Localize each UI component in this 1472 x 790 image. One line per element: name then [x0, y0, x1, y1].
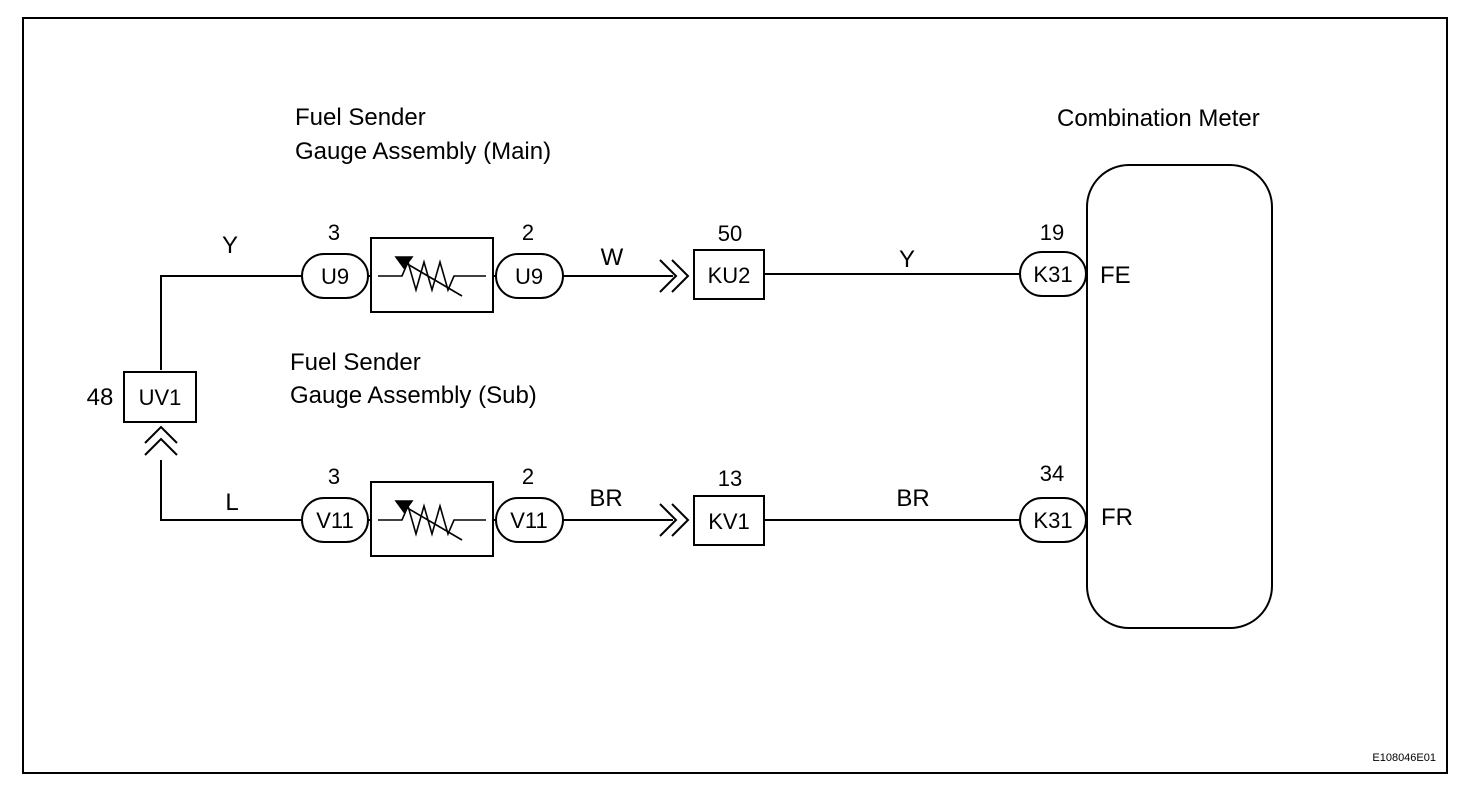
- junction-ku2-box: [693, 249, 765, 300]
- junction-ku2-pin: 50: [718, 221, 742, 246]
- wire-label-main-left: Y: [222, 232, 238, 259]
- sub-sender-connector-left-label: V11: [316, 508, 354, 533]
- sub-sender-title-line1: Fuel Sender: [290, 349, 421, 376]
- combination-meter-lower-connector-label: K31: [1033, 508, 1072, 533]
- junction-uv1-pin: 48: [87, 384, 114, 411]
- diagram-border: [22, 17, 1448, 774]
- sub-sender-variable-resistor-icon: [378, 500, 486, 541]
- junction-kv1-box: [693, 495, 765, 546]
- main-sender-body: [370, 237, 494, 313]
- sub-sender-connector-right-label: V11: [510, 508, 548, 533]
- combination-meter-body: [1086, 164, 1273, 629]
- wires: [160, 273, 1020, 521]
- wire-label-main-mid: W: [601, 244, 624, 271]
- sub-sender-connector-right: [495, 497, 564, 543]
- combination-meter-terminal-fe: FE: [1100, 262, 1131, 289]
- wire-y-to-main-sender: [160, 275, 302, 370]
- sub-sender-pin-right: 2: [522, 464, 534, 489]
- wire-label-sub-left: L: [225, 489, 238, 516]
- main-sender-variable-resistor-icon: [378, 256, 486, 297]
- main-sender-connector-right-label: U9: [515, 264, 543, 289]
- main-sender-connector-left: [301, 253, 369, 299]
- main-sender-title-line2: Gauge Assembly (Main): [295, 138, 551, 165]
- main-sender-pin-right: 2: [522, 220, 534, 245]
- combination-meter-lower-pin: 34: [1040, 461, 1064, 486]
- junction-uv1-box: [123, 371, 197, 423]
- combination-meter-upper-connector-label: K31: [1033, 262, 1072, 287]
- combination-meter-title: Combination Meter: [1057, 105, 1260, 132]
- combination-meter-upper-connector: [1019, 251, 1087, 297]
- wire-l-to-sub-sender: [160, 460, 302, 521]
- junction-uv1-label: UV1: [139, 385, 182, 410]
- main-sender-title-line1: Fuel Sender: [295, 104, 426, 131]
- combination-meter-terminal-fr: FR: [1101, 504, 1133, 531]
- combination-meter-upper-pin: 19: [1040, 220, 1064, 245]
- main-sender-pin-left: 3: [328, 220, 340, 245]
- main-sender-connector-left-label: U9: [321, 264, 349, 289]
- main-sender-connector-right: [495, 253, 564, 299]
- sub-sender-connector-left: [301, 497, 369, 543]
- junction-ku2-chevron-right-icon: [659, 259, 690, 293]
- junction-uv1-chevron-up-icon: [144, 425, 178, 456]
- junction-kv1-pin: 13: [718, 466, 742, 491]
- wire-label-sub-mid: BR: [589, 485, 622, 512]
- wire-label-sub-right: BR: [896, 485, 929, 512]
- junction-kv1-chevron-right-icon: [659, 503, 690, 537]
- sub-sender-pin-left: 3: [328, 464, 340, 489]
- sub-sender-body: [370, 481, 494, 557]
- junction-ku2-label: KU2: [708, 263, 751, 288]
- sub-sender-title-line2: Gauge Assembly (Sub): [290, 382, 537, 409]
- figure-code: E108046E01: [1372, 752, 1436, 764]
- combination-meter-lower-connector: [1019, 497, 1087, 543]
- junction-kv1-label: KV1: [708, 509, 750, 534]
- wire-label-main-right: Y: [899, 246, 915, 273]
